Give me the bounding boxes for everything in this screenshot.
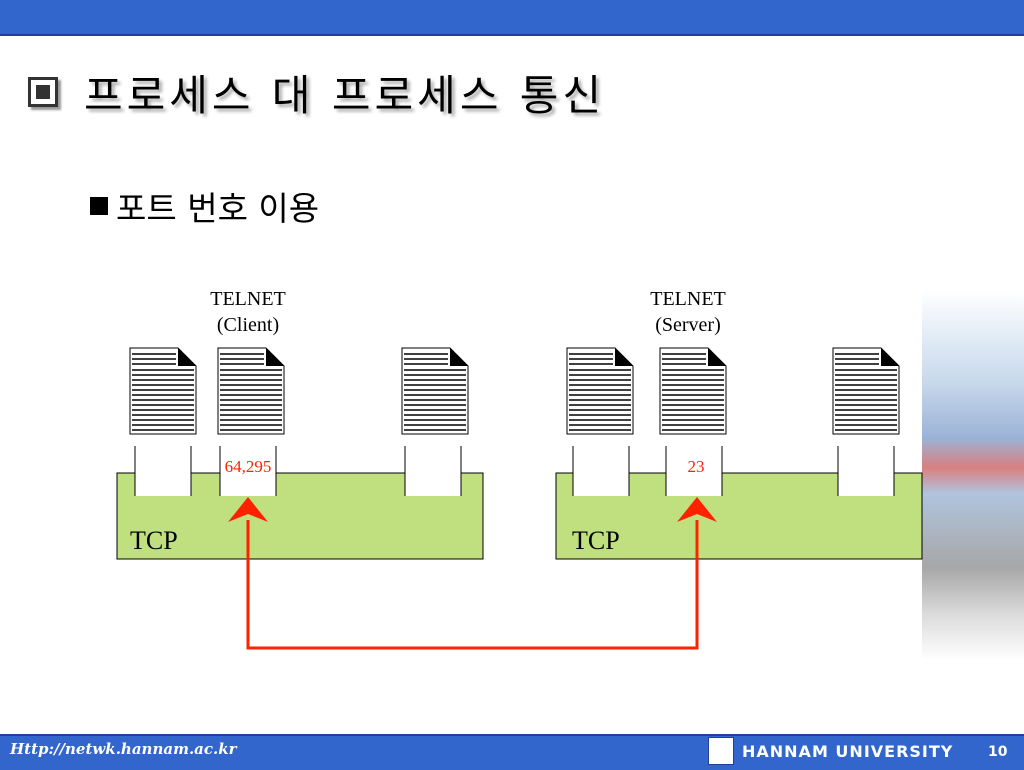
square-bullet-icon <box>90 197 108 215</box>
client-tcp-label: TCP <box>130 526 178 555</box>
server-process-doc-icon <box>832 347 900 435</box>
client-port-slot <box>134 446 192 496</box>
client-arrowhead-icon <box>228 497 268 522</box>
bottom-bar <box>0 734 1024 770</box>
client-process-doc-icon <box>129 347 197 435</box>
server-process-doc-icon <box>566 347 634 435</box>
university-brand: HANNAM UNIVERSITY <box>708 737 953 765</box>
server-port-slot <box>837 446 895 496</box>
client-app-label: TELNET <box>210 288 286 310</box>
subtitle-text: 포트 번호 이용 <box>116 189 320 228</box>
page-number: 10 <box>988 744 1008 760</box>
server-port-slot <box>572 446 630 496</box>
server-app-label: TELNET <box>650 288 726 310</box>
title-row: 프로세스 대 프로세스 통신 <box>28 62 605 122</box>
university-name: HANNAM UNIVERSITY <box>742 741 954 761</box>
client-role-label: (Client) <box>217 314 279 336</box>
server-arrowhead-icon <box>677 497 717 522</box>
client-port-slot <box>219 446 277 496</box>
server-role-label: (Server) <box>655 314 721 336</box>
client-port-number: 64,295 <box>225 457 272 476</box>
client-port-slot <box>404 446 462 496</box>
client-process-doc-icon <box>401 347 469 435</box>
client-process-doc-icon <box>217 347 285 435</box>
server-port-slot <box>665 446 723 496</box>
university-logo-icon <box>708 737 734 765</box>
title-bullet-icon <box>28 77 58 107</box>
top-bar <box>0 0 1024 36</box>
connection-path <box>246 520 699 650</box>
server-process-doc-icon <box>659 347 727 435</box>
background-photo <box>922 290 1024 660</box>
subtitle: 포트 번호 이용 <box>90 182 319 230</box>
page-title: 프로세스 대 프로세스 통신 <box>84 70 606 120</box>
server-port-number: 23 <box>688 457 705 476</box>
footer-url: Http://netwk.hannam.ac.kr <box>10 740 237 758</box>
server-tcp-label: TCP <box>572 526 620 555</box>
